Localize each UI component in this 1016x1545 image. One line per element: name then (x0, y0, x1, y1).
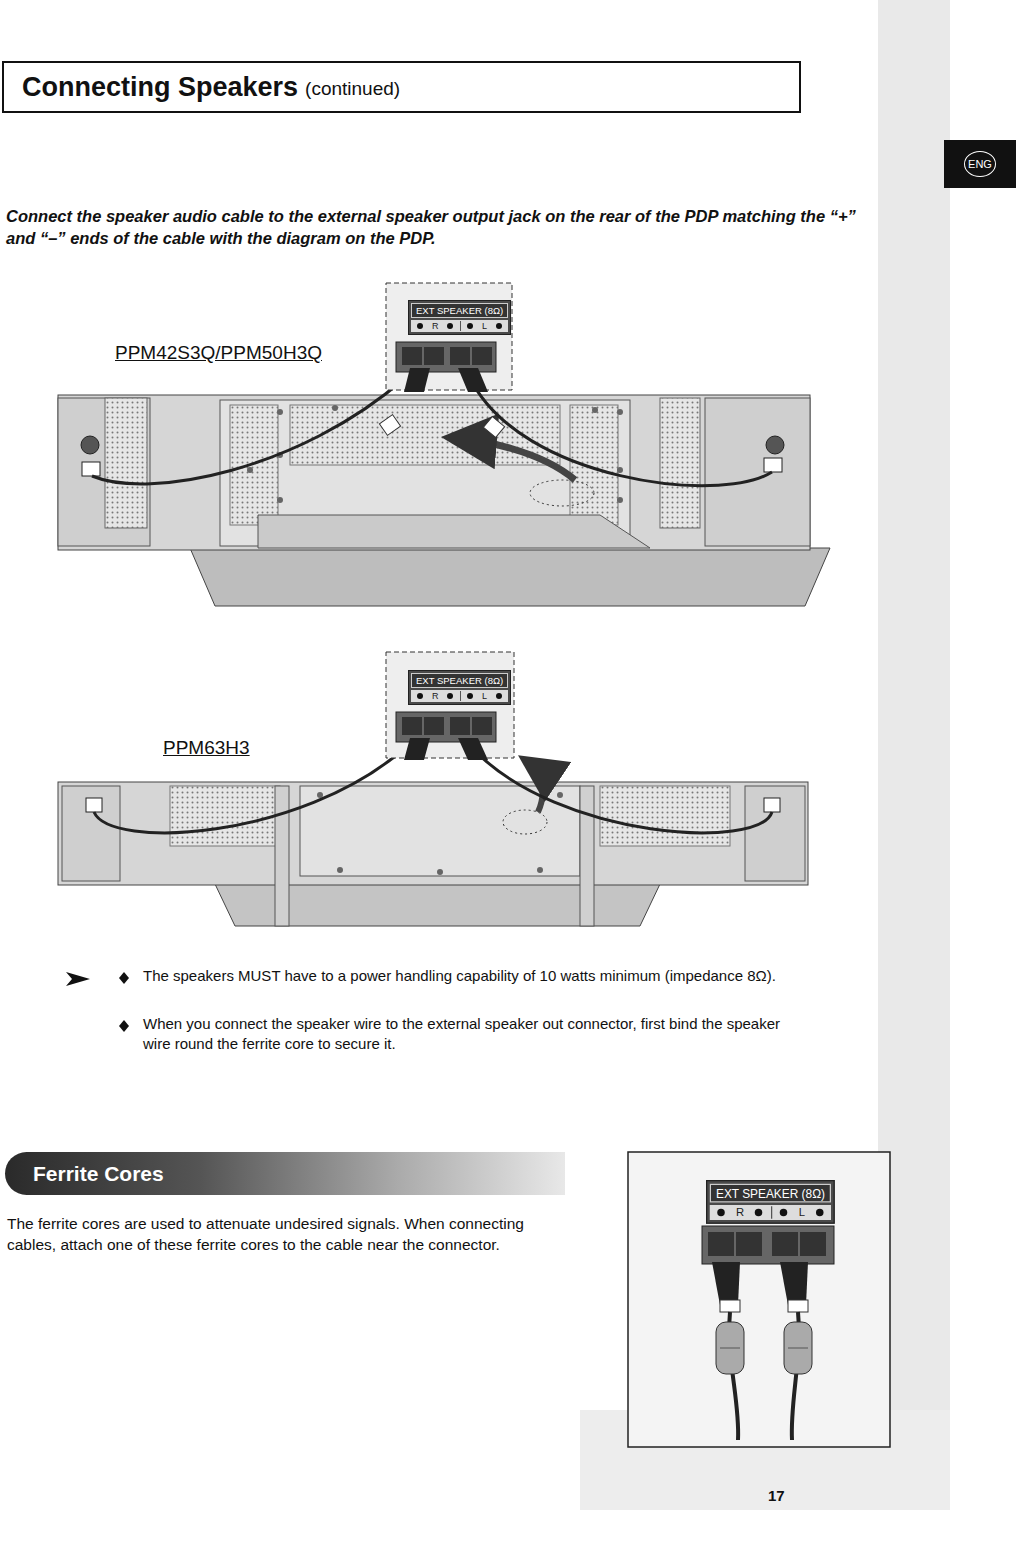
intro-text: Connect the speaker audio cable to the e… (6, 205, 856, 250)
terminal-row: RL (411, 320, 508, 332)
terminal-dot (718, 1209, 726, 1217)
terminal-row: RL (411, 690, 508, 702)
section-heading: Ferrite Cores (5, 1162, 164, 1186)
divider (460, 321, 461, 331)
bullet-diamond (119, 1020, 129, 1032)
jack-panel: EXT SPEAKER (8Ω)RL (408, 300, 511, 335)
jack-panel: EXT SPEAKER (8Ω)RL (706, 1180, 835, 1224)
terminal-dot (417, 693, 423, 699)
terminal-dot (417, 323, 423, 329)
channel-letter: L (796, 1206, 807, 1219)
divider (460, 691, 461, 701)
terminal-dot (816, 1209, 824, 1217)
section-band: Ferrite Cores (5, 1152, 565, 1195)
jack-inset-2 (386, 652, 514, 760)
jack-panel: EXT SPEAKER (8Ω)RL (408, 670, 511, 705)
terminal-dot (755, 1209, 763, 1217)
ferrite-inset (628, 1152, 890, 1447)
note-text: The speakers MUST have to a power handli… (143, 966, 803, 986)
bullet-diamond (119, 972, 129, 984)
jack-inset-1 (386, 283, 512, 392)
model-name: PPM63H3 (163, 737, 250, 759)
terminal-dot (467, 693, 473, 699)
channel-letter: L (480, 321, 489, 331)
terminal-dot (496, 323, 502, 329)
body-text: The ferrite cores are used to attenuate … (7, 1214, 552, 1256)
jack-label: EXT SPEAKER (8Ω) (411, 673, 508, 688)
note-arrow (66, 972, 90, 986)
header-box (3, 62, 800, 112)
divider (771, 1206, 772, 1219)
channel-letter: R (430, 691, 441, 701)
terminal-dot (496, 693, 502, 699)
tv-rear-2 (58, 748, 808, 926)
jack-label: EXT SPEAKER (8Ω) (411, 303, 508, 318)
title-suffix: (continued) (305, 78, 400, 100)
note-text: When you connect the speaker wire to the… (143, 1014, 803, 1055)
terminal-dot (447, 693, 453, 699)
terminal-dot (467, 323, 473, 329)
terminal-dot (780, 1209, 788, 1217)
language-code: ENG (964, 151, 996, 177)
language-tab: ENG (944, 140, 1016, 188)
channel-letter: R (430, 321, 441, 331)
tv-rear-1 (58, 378, 830, 606)
terminal-dot (447, 323, 453, 329)
model-name: PPM42S3Q/PPM50H3Q (115, 342, 322, 364)
page-number: 17 (768, 1487, 785, 1504)
terminal-row: RL (710, 1205, 831, 1220)
page-title: Connecting Speakers (22, 72, 298, 103)
channel-letter: L (480, 691, 489, 701)
channel-letter: R (733, 1206, 746, 1219)
jack-label: EXT SPEAKER (8Ω) (710, 1184, 831, 1203)
